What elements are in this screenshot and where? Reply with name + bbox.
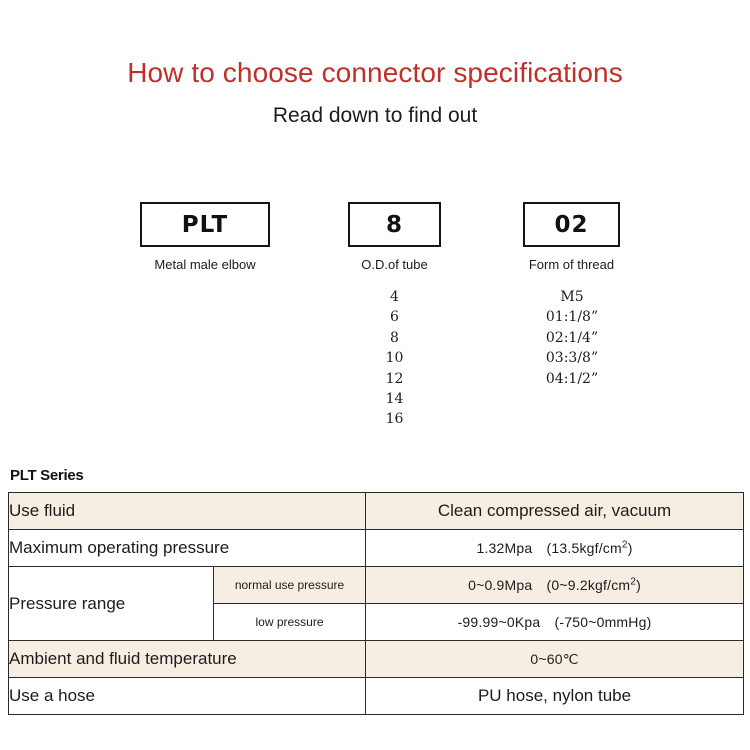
spec-sub-label: low pressure <box>212 603 367 641</box>
code-segment-value: 02 <box>554 211 589 238</box>
spec-value-superscript: 2 <box>621 539 628 551</box>
table-row: Use a hose PU hose, nylon tube <box>7 677 745 715</box>
table-row: Ambient and fluid temperature 0~60℃ <box>7 640 745 678</box>
list-item: 14 <box>385 391 404 408</box>
list-item: 12 <box>385 370 404 387</box>
spec-label: Pressure range <box>8 566 214 641</box>
spec-value: Clean compressed air, vacuum <box>365 492 745 530</box>
table-row: Pressure range normal use pressure 0~0.9… <box>8 566 745 641</box>
list-item: M5 <box>560 289 584 305</box>
list-item: 01:1/8” <box>545 309 599 326</box>
list-item: 6 <box>390 309 399 326</box>
spec-label: Maximum operating pressure <box>7 529 367 567</box>
page-title: How to choose connector specifications <box>127 57 623 88</box>
spec-value: -99.99~0Kpa (-750~0mmHg) <box>365 603 745 641</box>
code-segment-value: PLT <box>181 211 229 238</box>
list-item: 04:1/2” <box>545 370 599 387</box>
specification-table: Use fluid Clean compressed air, vacuum M… <box>7 492 745 715</box>
code-segment-box-thread: 02 <box>523 202 620 247</box>
spec-value-prefix: 1.32Mpa (13.5kgf/cm <box>476 540 622 556</box>
spec-value-prefix: 0~0.9Mpa (0~9.2kgf/cm <box>468 577 631 593</box>
series-heading: PLT Series <box>10 467 84 484</box>
spec-value: PU hose, nylon tube <box>365 677 745 715</box>
list-item: 4 <box>390 289 399 305</box>
spec-value: 0~60℃ <box>365 640 745 678</box>
spec-label: Use fluid <box>7 492 367 530</box>
spec-value: 0~0.9Mpa (0~9.2kgf/cm2) <box>365 566 745 604</box>
list-item: 16 <box>385 411 404 428</box>
spec-value: 1.32Mpa (13.5kgf/cm2) <box>365 529 745 567</box>
code-segment-box-tube: 8 <box>348 202 441 247</box>
code-segment-caption-series: Metal male elbow <box>154 257 256 272</box>
code-segment-value: 8 <box>385 211 403 238</box>
list-item: 02:1/4” <box>545 329 599 346</box>
tube-option-list: 4 6 8 10 12 14 16 <box>348 287 441 430</box>
thread-option-list: M5 01:1/8” 02:1/4” 03:3/8” 04:1/2” <box>510 287 634 389</box>
spec-label: Ambient and fluid temperature <box>7 640 367 678</box>
code-segment-caption-thread: Form of thread <box>528 257 615 272</box>
table-row: Use fluid Clean compressed air, vacuum <box>7 492 745 530</box>
table-row: Maximum operating pressure 1.32Mpa (13.5… <box>7 529 745 567</box>
page-subtitle: Read down to find out <box>272 104 478 127</box>
list-item: 8 <box>390 329 399 346</box>
spec-sub-label: normal use pressure <box>212 566 367 604</box>
list-item: 03:3/8” <box>545 350 599 367</box>
code-segment-caption-tube: O.D.of tube <box>361 257 428 272</box>
spec-label: Use a hose <box>7 677 367 715</box>
spec-value-superscript: 2 <box>630 576 637 588</box>
spec-value-suffix: ) <box>636 577 641 593</box>
list-item: 10 <box>385 350 404 367</box>
code-segment-box-series: PLT <box>140 202 270 247</box>
spec-value-suffix: ) <box>627 540 633 556</box>
